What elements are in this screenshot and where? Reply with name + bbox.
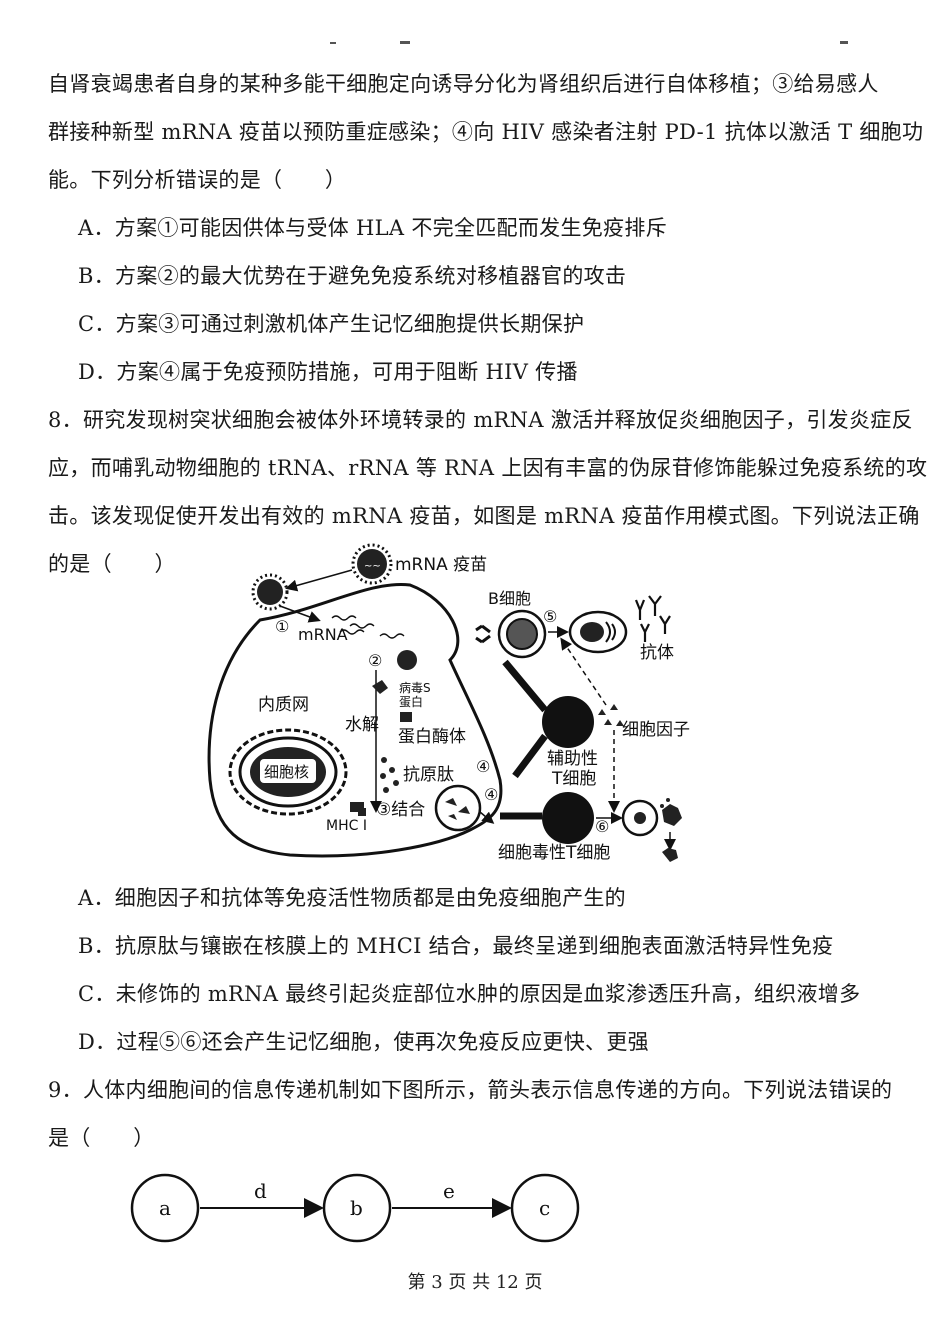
helper-t-cell-label: T细胞 (551, 769, 596, 789)
q8-option-b[interactable]: B．抗原肽与镶嵌在核膜上的 MHCI 结合，最终呈递到细胞表面激活特异性免疫 (78, 934, 834, 958)
step-5-label: ⑤ (543, 607, 557, 626)
mrna-vaccine-diagram: ~~ mRNA 疫苗 ① mRNA ② 病毒S 蛋白 内质网 水解 蛋白酶体 细… (207, 543, 690, 863)
edge-d-label: d (254, 1179, 267, 1203)
svg-text:~~: ~~ (364, 561, 381, 572)
node-a-label: a (159, 1196, 171, 1220)
vaccine-arrow (285, 569, 353, 592)
antibody-icon (634, 595, 671, 642)
cytokine-label: 细胞因子 (622, 720, 690, 740)
node-b-label: b (350, 1196, 363, 1220)
q8-option-d[interactable]: D．过程⑤⑥还会产生记忆细胞，使再次免疫反应更快、更强 (78, 1030, 649, 1054)
edge-e-label: e (443, 1179, 455, 1203)
node-b (322, 1173, 392, 1243)
node-c (510, 1173, 580, 1243)
q8-text-line-2: 应，而哺乳动物细胞的 tRNA、rRNA 等 RNA 上因有丰富的伪尿苷修饰能躲… (48, 456, 928, 480)
helper-t-cell-icon (502, 659, 594, 779)
s-protein-icon (372, 680, 388, 694)
step-6-label: ⑥ (595, 817, 609, 836)
q8-text-line-4: 的是（ ） (48, 552, 176, 576)
scan-marks (330, 41, 848, 44)
step-2-label: ② (368, 651, 382, 670)
q9-text-line-2: 是（ ） (48, 1126, 155, 1150)
q8-text-line-3: 击。该发现促使开发出有效的 mRNA 疫苗，如图是 mRNA 疫苗作用模式图。下… (48, 504, 920, 528)
mhc-label: MHC I (326, 818, 367, 834)
q8-text-line-1: 8．研究发现树突状细胞会被体外环境转录的 mRNA 激活并释放促炎细胞因子，引发… (48, 408, 913, 432)
q7-text-line-1: 自肾衰竭患者自身的某种多能干细胞定向诱导分化为肾组织后进行自体移植；③给易感人 (48, 72, 879, 96)
page-footer: 第 3 页 共 12 页 (407, 1272, 543, 1293)
q7-option-d[interactable]: D．方案④属于免疫预防措施，可用于阻断 HIV 传播 (78, 360, 578, 384)
target-cell-icon (621, 798, 682, 862)
helper-label: 辅助性 (547, 749, 598, 769)
vaccine-particle-icon: ~~ (351, 543, 393, 585)
mhc-icon (350, 802, 366, 816)
step-4b-label: ④ (484, 785, 498, 804)
q8-option-c[interactable]: C．未修饰的 mRNA 最终引起炎症部位水肿的原因是血浆渗透压升高，组织液增多 (78, 982, 861, 1006)
plasma-cell-icon (568, 610, 628, 654)
b-cell-label: B细胞 (488, 589, 531, 608)
cytokine-to-b-arrow (560, 637, 607, 706)
signal-flow-diagram: a b c d e (130, 1173, 580, 1243)
hydrolysis-label: 水解 (345, 715, 379, 735)
vaccine-entering-icon (251, 573, 289, 611)
er-label: 内质网 (258, 695, 309, 715)
ctl-icon (500, 792, 594, 844)
step-4a-label: ④ (476, 757, 490, 776)
q7-text-line-2: 群接种新型 mRNA 疫苗以预防重症感染；④向 HIV 感染者注射 PD-1 抗… (48, 120, 924, 144)
step-1-label: ① (275, 617, 289, 636)
entry-arrow (279, 605, 321, 623)
mrna-label: mRNA (298, 625, 348, 644)
q9-text-line-1: 9．人体内细胞间的信息传递机制如下图所示，箭头表示信息传递的方向。下列说法错误的 (48, 1078, 893, 1102)
proteasome-label: 蛋白酶体 (398, 727, 466, 747)
ribosome-icon (397, 650, 417, 670)
nucleus-er-icon (228, 728, 348, 816)
q7-option-a[interactable]: A．方案①可能因供体与受体 HLA 不完全匹配而发生免疫排斥 (78, 216, 667, 240)
b-cell-icon (475, 609, 547, 659)
vesicle-icon (434, 784, 482, 832)
antigen-peptide-label: 抗原肽 (403, 765, 454, 785)
nucleus-label: 细胞核 (264, 763, 309, 781)
ctl-label: 细胞毒性T细胞 (498, 843, 610, 863)
node-c-label: c (539, 1196, 550, 1220)
q7-option-c[interactable]: C．方案③可通过刺激机体产生记忆细胞提供长期保护 (78, 312, 585, 336)
node-a (130, 1173, 200, 1243)
virus-s-label: 病毒S (399, 680, 431, 695)
mrna-strands (331, 615, 405, 639)
peptide-dots (380, 757, 399, 793)
cytokine-dots (598, 704, 624, 726)
q8-option-a[interactable]: A．细胞因子和抗体等免疫活性物质都是由免疫细胞产生的 (78, 886, 626, 910)
proteasome-icon (400, 712, 412, 722)
q7-option-b[interactable]: B．方案②的最大优势在于避免免疫系统对移植器官的攻击 (78, 264, 627, 288)
vesicle-arrow (479, 811, 495, 824)
antibody-label: 抗体 (640, 643, 674, 663)
bind-label: ③结合 (376, 800, 425, 820)
q7-text-line-3: 能。下列分析错误的是（ ） (48, 168, 347, 192)
vaccine-label: mRNA 疫苗 (395, 555, 487, 575)
protein-label: 蛋白 (399, 694, 423, 709)
